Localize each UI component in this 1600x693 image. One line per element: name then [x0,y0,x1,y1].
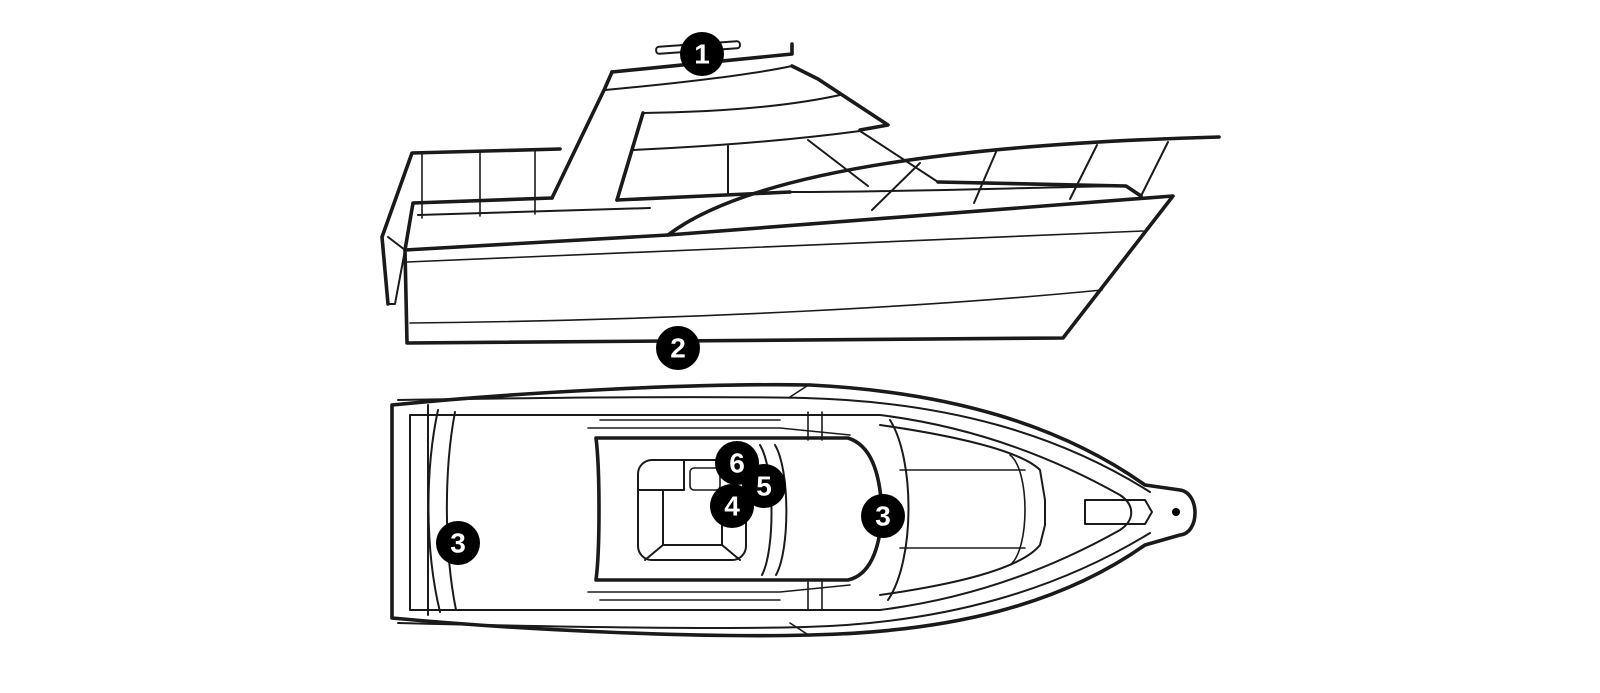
top-windshield-3 [887,419,910,601]
bow-sheer [666,135,1221,237]
top-helm-console [689,467,721,491]
cabin-roof [610,42,794,74]
top-seat-corner-1 [644,544,664,561]
top-bow-cleat-top [789,383,811,398]
hull-waterline [409,289,1103,324]
marker-4: 4 [710,484,754,528]
windshield-strut-2 [859,130,939,183]
window-top [631,130,861,151]
deck-line [789,185,1121,193]
marker-6-label: 6 [729,448,745,479]
bow-rail-post-4 [1140,141,1169,197]
marker-3-bow-dot [861,494,905,538]
marker-1-label: 1 [694,39,710,70]
top-gunwale [409,414,1133,611]
marker-3-bow-label: 3 [875,501,891,532]
top-view [390,382,1197,638]
marker-4-dot [710,484,754,528]
stern-line [417,207,651,216]
top-windshield-2 [774,444,788,576]
foredeck-line [936,180,1143,198]
marker-2: 2 [656,326,700,370]
marker-1: 1 [680,32,724,76]
top-foredeck [879,424,1046,596]
top-rail-upper [587,427,851,436]
anchor-point [1172,508,1180,516]
marker-4-label: 4 [724,491,740,522]
marker-3-stern-label: 3 [450,528,466,559]
top-seat-corner-2 [721,544,741,561]
stern-rail-inner [387,236,406,305]
cabin-roof-front [790,64,890,132]
marker-6: 6 [715,441,759,485]
top-foredeck-hatch-side [1009,454,1026,566]
top-hull-outer [390,382,1197,638]
hull-outline [403,194,1175,345]
bow-rail-post-1 [871,162,921,211]
marker-2-dot [656,326,700,370]
marker-6-dot [715,441,759,485]
top-hull-rubrail [397,396,1151,493]
marker-3-stern-dot [436,521,480,565]
top-stern-arc [427,409,441,613]
roof-edge [604,65,793,91]
top-helm-seat-back [637,459,685,491]
cabin-window-bottom [615,190,792,202]
top-windshield-1 [759,444,773,576]
top-rail-lower [587,584,851,593]
bow-rail-post-3 [1069,144,1098,200]
stern-rail [380,147,562,306]
top-stern-arc-2 [445,411,457,611]
anchor-pulpit [1084,499,1153,525]
marker-2-label: 2 [670,333,686,364]
marker-5-label: 5 [756,471,772,502]
top-cabin-roof [594,436,884,582]
cabin-back [550,70,614,200]
side-view [380,40,1221,345]
hull-line-mid [406,230,1144,263]
cabin-window-frame [615,111,645,202]
stern-transom [403,196,554,252]
marker-1-dot [680,32,724,76]
roof-line [642,94,841,114]
windshield-strut-1 [807,139,869,187]
top-hull-rubrail-lower [397,532,1151,630]
bow-rail-post-2 [973,151,997,204]
marker-3-bow: 3 [861,494,905,538]
marker-3-stern: 3 [436,521,480,565]
top-bow-cleat-bottom [789,622,811,637]
